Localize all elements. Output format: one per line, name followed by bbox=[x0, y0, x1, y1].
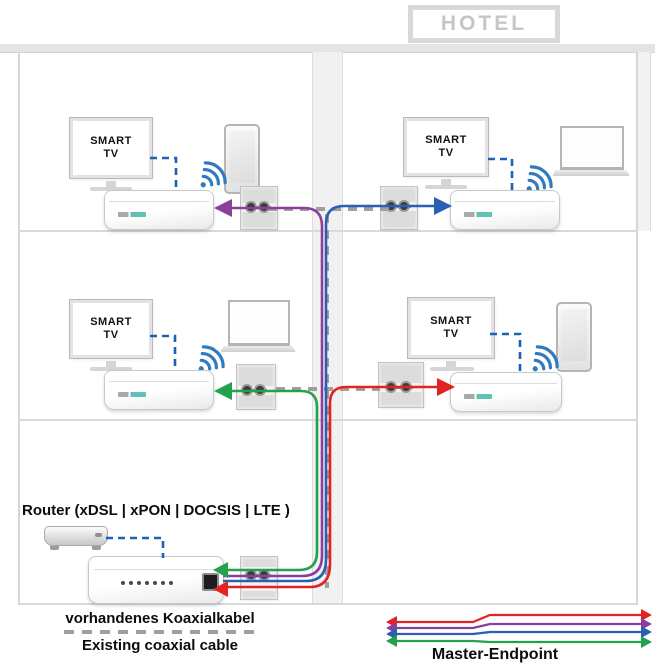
floor-line-1 bbox=[18, 230, 638, 232]
smart-tv-middle-left: SMART TV bbox=[69, 299, 153, 359]
outlet-connector-dot bbox=[256, 386, 264, 394]
legend-arrow bbox=[641, 618, 652, 630]
tv-label-line2: TV bbox=[438, 147, 454, 159]
endpoint-box-top-left bbox=[104, 190, 214, 230]
tv-stand bbox=[441, 179, 451, 185]
endpoint-logo bbox=[117, 211, 146, 217]
tv-stand bbox=[106, 181, 116, 187]
router-foot bbox=[50, 546, 59, 550]
wall-outlet-middle-right bbox=[378, 362, 424, 408]
laptop-icon bbox=[560, 126, 624, 170]
cable-shaft bbox=[312, 52, 343, 605]
endpoint-box-middle-right bbox=[450, 372, 562, 412]
outlet-connector-dot bbox=[387, 202, 395, 210]
endpoint-lid-line bbox=[109, 201, 209, 203]
tv-stand bbox=[106, 361, 116, 367]
endpoint-lid-line bbox=[94, 569, 218, 571]
tv-label-line2: TV bbox=[103, 148, 119, 160]
right-wall bbox=[636, 52, 638, 605]
arrow-purple bbox=[214, 199, 232, 217]
legend-cable-green bbox=[392, 639, 646, 644]
smartphone-icon bbox=[224, 124, 260, 194]
outlet-connector-dot bbox=[400, 202, 408, 210]
outlet-connector-dot bbox=[402, 383, 410, 391]
tv-stand-base bbox=[90, 187, 132, 191]
tv-label-line1: SMART bbox=[90, 316, 132, 328]
wall-outlet-basement bbox=[240, 556, 278, 600]
endpoint-lid-line bbox=[455, 201, 555, 203]
router-label: Router (xDSL | xPON | DOCSIS | LTE ) bbox=[22, 502, 290, 519]
floor-line-2 bbox=[18, 419, 638, 421]
outlet-connector-dot bbox=[247, 571, 255, 579]
router-foot bbox=[92, 546, 101, 550]
tv-label-line1: SMART bbox=[430, 315, 472, 327]
endpoint-lid-line bbox=[109, 381, 209, 383]
master-endpoint-coax-port bbox=[202, 573, 219, 591]
right-wall-strip bbox=[638, 52, 651, 231]
tv-label-line1: SMART bbox=[425, 134, 467, 146]
tv-link-middle-left bbox=[150, 334, 177, 371]
legend-master-label: Master-Endpoint bbox=[431, 646, 559, 663]
wall-outlet-middle-left bbox=[236, 364, 276, 410]
wifi-dot bbox=[200, 182, 206, 188]
tv-stand-base bbox=[430, 367, 474, 371]
outlet-connector-dot bbox=[387, 383, 395, 391]
legend-cable-blue bbox=[392, 630, 646, 636]
endpoint-box-middle-left bbox=[104, 370, 214, 410]
legend-arrow bbox=[386, 628, 397, 640]
arrow-green bbox=[214, 382, 232, 400]
hotel-sign-label: HOTEL bbox=[440, 12, 528, 35]
building-bottom-line bbox=[18, 603, 638, 605]
legend-coax-line2: Existing coaxial cable bbox=[82, 637, 238, 654]
tv-link-top-right bbox=[488, 157, 514, 192]
laptop-base bbox=[552, 170, 630, 176]
smart-tv-top-right: SMART TV bbox=[403, 117, 489, 177]
endpoint-lid-line bbox=[455, 383, 557, 385]
endpoint-logo bbox=[117, 391, 146, 397]
tv-link-top-left bbox=[150, 156, 178, 192]
outlet-connector-dot bbox=[243, 386, 251, 394]
smart-tv-top-left: SMART TV bbox=[69, 117, 153, 179]
tv-stand-base bbox=[425, 185, 467, 189]
legend-cable-red bbox=[392, 613, 646, 624]
endpoint-logo bbox=[464, 393, 493, 399]
laptop-base bbox=[220, 346, 296, 352]
tv-label-line1: SMART bbox=[90, 135, 132, 147]
smartphone-screen bbox=[229, 131, 255, 183]
legend-arrow bbox=[386, 622, 397, 634]
outlet-connector-dot bbox=[247, 203, 255, 211]
tv-label-line2: TV bbox=[103, 329, 119, 341]
legend-arrow bbox=[641, 636, 652, 648]
legend-arrow bbox=[386, 616, 397, 628]
tv-stand bbox=[446, 361, 456, 367]
cable-green bbox=[216, 389, 319, 572]
laptop-icon bbox=[228, 300, 290, 346]
smartphone-screen bbox=[561, 309, 587, 361]
wall-outlet-top-left bbox=[240, 186, 278, 230]
left-wall bbox=[18, 52, 20, 605]
master-endpoint-box bbox=[88, 556, 224, 604]
legend-arrow bbox=[386, 635, 397, 647]
router-led bbox=[95, 533, 102, 537]
endpoint-box-top-right bbox=[450, 190, 560, 230]
legend-arrow bbox=[641, 609, 652, 621]
legend-arrow bbox=[641, 626, 652, 638]
smart-tv-middle-right: SMART TV bbox=[407, 297, 495, 359]
legend-coax-line1: vorhandenes Koaxialkabel bbox=[65, 610, 255, 627]
smartphone-icon bbox=[556, 302, 592, 372]
router-link bbox=[106, 536, 165, 558]
wall-outlet-top-right bbox=[380, 186, 418, 230]
tv-stand-base bbox=[90, 367, 132, 371]
outlet-connector-dot bbox=[260, 203, 268, 211]
endpoint-logo bbox=[463, 211, 492, 217]
outlet-connector-dot bbox=[260, 571, 268, 579]
hotel-sign: HOTEL bbox=[408, 5, 560, 43]
router-icon bbox=[44, 526, 108, 546]
outlet-band bbox=[242, 567, 276, 591]
legend-cable-purple bbox=[392, 622, 646, 630]
tv-label-line2: TV bbox=[443, 328, 459, 340]
tv-link-middle-right bbox=[490, 332, 522, 374]
master-endpoint-ports bbox=[121, 581, 181, 587]
